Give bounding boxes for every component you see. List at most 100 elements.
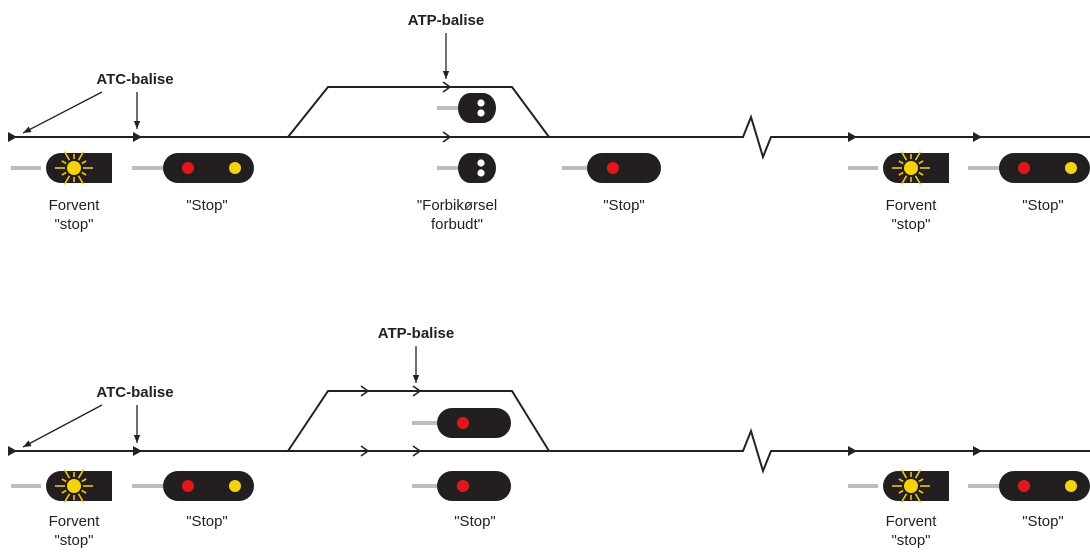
line-break-zigzag — [731, 427, 779, 475]
balise-marker-icon — [973, 446, 982, 456]
red-lamp-icon — [457, 417, 469, 429]
line-break-zigzag — [731, 113, 779, 161]
atc-pointer-line-arrowhead — [133, 121, 141, 129]
balise-marker-icon — [133, 132, 142, 142]
flash-ray — [918, 160, 924, 165]
flash-ray — [898, 171, 904, 176]
signal-stop-2 — [562, 153, 661, 183]
flash-ray — [63, 469, 71, 479]
signal-dwarf-lower — [437, 153, 496, 183]
signal-stop-3 — [968, 153, 1090, 183]
flashing-yellow-lamp — [67, 161, 81, 175]
flash-ray — [914, 175, 922, 185]
flash-ray — [900, 493, 908, 503]
signal-siding-red — [412, 408, 511, 438]
signal-caption: "stop" — [54, 216, 93, 233]
atc-pointer-line — [22, 91, 103, 134]
signal-expect-stop-2 — [848, 151, 949, 185]
signal-head — [999, 153, 1090, 183]
signal-caption: "Stop" — [603, 197, 645, 214]
white-lamp-icon — [477, 169, 485, 177]
flash-ray — [914, 469, 922, 479]
flash-ray — [81, 478, 87, 483]
flash-ray — [61, 160, 67, 165]
expect-stop-lamp-icon — [55, 469, 93, 503]
red-lamp-icon — [457, 480, 469, 492]
signal-caption: "Stop" — [1022, 513, 1064, 530]
flash-ray — [918, 478, 924, 483]
flash-ray — [61, 478, 67, 483]
signal-caption: Forvent — [886, 197, 938, 214]
white-lamp-icon — [477, 159, 485, 167]
flashing-yellow-lamp — [904, 161, 918, 175]
balise-marker-icon — [848, 132, 857, 142]
flash-ray — [63, 175, 71, 185]
passing-loop-track — [287, 86, 550, 138]
dwarf-signal-head — [458, 153, 496, 183]
atp-balise-label: ATP-balise — [408, 12, 484, 29]
signal-caption: "Stop" — [186, 513, 228, 530]
flash-ray — [898, 160, 904, 165]
flash-ray — [914, 151, 922, 161]
direction-chevron-icon — [360, 385, 370, 397]
atc-pointer-line — [22, 404, 103, 448]
atp-pointer-line-arrowhead — [412, 375, 420, 383]
signal-head — [163, 153, 254, 183]
yellow-lamp-icon — [1065, 162, 1077, 174]
signal-stop-1 — [132, 471, 254, 501]
signal-stop-3 — [968, 471, 1090, 501]
signal-caption: "stop" — [891, 532, 930, 549]
signal-head — [587, 153, 661, 183]
flash-ray — [918, 171, 924, 176]
signal-caption: Forvent — [49, 513, 101, 530]
signal-caption: "stop" — [54, 532, 93, 549]
atc-balise-label: ATC-balise — [96, 71, 173, 88]
signal-caption: "Stop" — [186, 197, 228, 214]
signal-dwarf-upper — [437, 93, 496, 123]
flash-ray — [61, 171, 67, 176]
atp-pointer-line-arrowhead — [442, 71, 450, 79]
atc-pointer-line-arrowhead — [23, 126, 32, 133]
signal-caption: "Forbikørsel — [417, 197, 497, 214]
atc-pointer-line-arrowhead — [133, 435, 141, 443]
flash-ray — [914, 493, 922, 503]
white-lamp-icon — [477, 99, 485, 107]
signal-caption: "Stop" — [1022, 197, 1064, 214]
direction-chevron-icon — [412, 385, 422, 397]
flash-ray — [81, 160, 87, 165]
signal-stop-1 — [132, 153, 254, 183]
flash-ray — [81, 171, 87, 176]
signal-head — [437, 408, 511, 438]
signal-head — [999, 471, 1090, 501]
flash-ray — [77, 151, 85, 161]
atc-balise-label: ATC-balise — [96, 384, 173, 401]
flash-ray — [61, 489, 67, 494]
atc-pointer-line-arrowhead — [23, 440, 32, 447]
red-lamp-icon — [607, 162, 619, 174]
flash-ray — [77, 493, 85, 503]
flash-ray — [898, 478, 904, 483]
red-lamp-icon — [1018, 480, 1030, 492]
balise-marker-icon — [8, 132, 17, 142]
signal-main-red — [412, 471, 511, 501]
flash-ray — [900, 469, 908, 479]
signal-expect-stop-1 — [11, 151, 112, 185]
signal-caption: "Stop" — [454, 513, 496, 530]
signal-head — [163, 471, 254, 501]
balise-marker-icon — [848, 446, 857, 456]
flashing-yellow-lamp — [67, 479, 81, 493]
flash-ray — [918, 489, 924, 494]
flash-ray — [900, 175, 908, 185]
white-lamp-icon — [477, 109, 485, 117]
red-lamp-icon — [182, 162, 194, 174]
signal-caption: Forvent — [49, 197, 101, 214]
signal-caption: forbudt" — [431, 216, 483, 233]
flash-ray — [77, 175, 85, 185]
direction-chevron-icon — [442, 81, 452, 93]
balise-marker-icon — [973, 132, 982, 142]
panel-bottom: ATC-baliseATP-baliseForvent"stop""Stop""… — [8, 325, 1090, 549]
dwarf-signal-head — [458, 93, 496, 123]
direction-chevron-icon — [360, 445, 370, 457]
